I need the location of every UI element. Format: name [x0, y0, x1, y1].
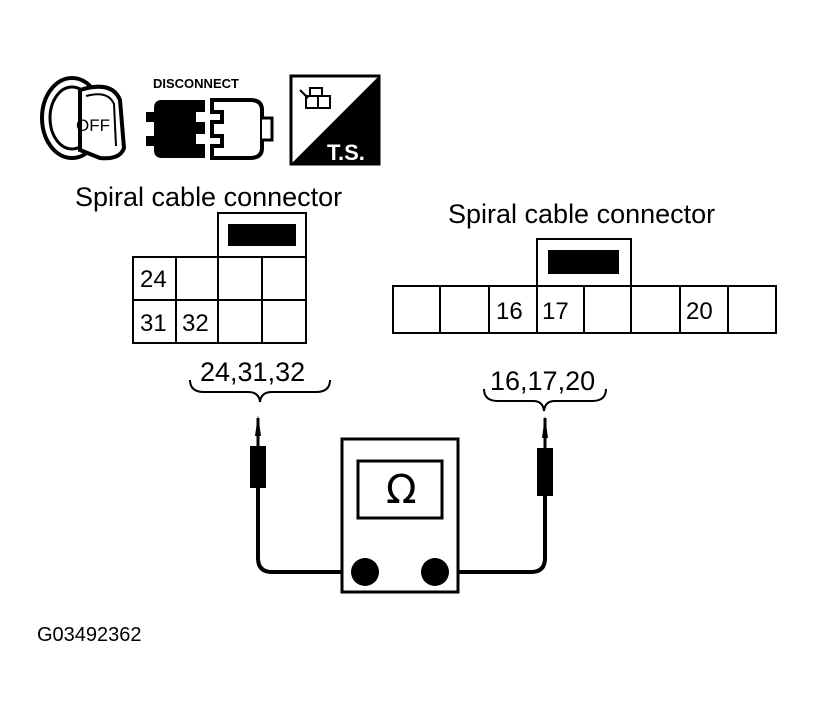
left-leads-label: 24,31,32	[200, 357, 305, 387]
left-connector-key	[228, 224, 296, 246]
right-test-probe	[537, 416, 553, 560]
right-leads-label: 16,17,20	[490, 366, 595, 396]
left-lead-wire	[256, 557, 364, 574]
figure-id: G03492362	[37, 624, 142, 646]
left-connector-title: Spiral cable connector	[75, 182, 342, 212]
left-cell-24: 24	[140, 266, 167, 293]
tool-ts-icon: T.S.	[289, 74, 381, 166]
ohmmeter: Ω	[340, 437, 460, 594]
ohm-symbol: Ω	[386, 467, 417, 513]
left-brace	[189, 379, 331, 403]
meter-display	[356, 459, 444, 520]
ignition-key-off-icon: OFF	[40, 76, 127, 161]
right-spiral-cable-connector: Spiral cable connector 16 17 20	[392, 199, 777, 334]
right-cell-16: 16	[496, 298, 523, 325]
disconnect-connector-icon: DISCONNECT	[146, 76, 274, 160]
left-spiral-cable-connector: Spiral cable connector 24 31 32	[75, 182, 342, 344]
right-connector-key	[548, 250, 619, 274]
right-lead-wire	[436, 557, 547, 574]
off-text: OFF	[76, 116, 110, 135]
ts-text: T.S.	[327, 140, 365, 165]
right-cell-20: 20	[686, 298, 713, 325]
left-cell-31: 31	[140, 310, 167, 337]
right-connector-title: Spiral cable connector	[448, 199, 715, 229]
right-cell-17: 17	[542, 298, 569, 325]
left-cell-32: 32	[182, 310, 209, 337]
right-brace	[483, 388, 607, 412]
left-test-probe	[250, 415, 266, 560]
meter-terminal-right	[421, 558, 449, 586]
disconnect-text: DISCONNECT	[153, 76, 239, 91]
meter-terminal-left	[351, 558, 379, 586]
